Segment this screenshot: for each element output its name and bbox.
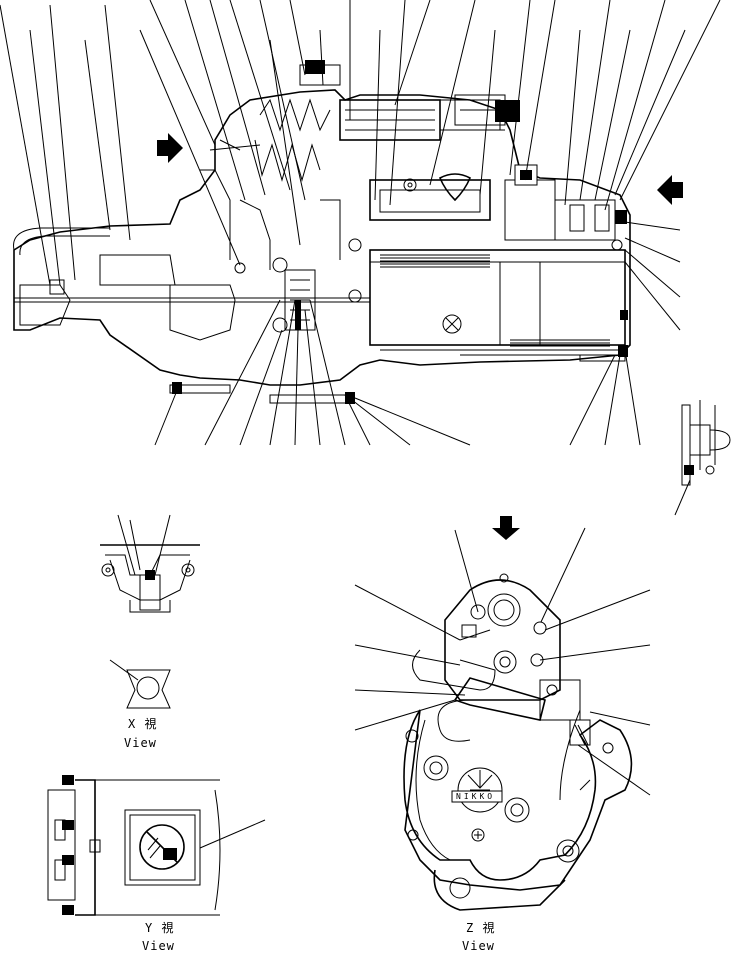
armature-windings <box>380 254 610 347</box>
arrow-left-icon <box>657 175 683 205</box>
arrow-down-icon <box>492 516 520 540</box>
bottom-leader-lines <box>154 299 691 516</box>
y-view-sublabel: View <box>142 939 175 953</box>
nameplate-text: NIKKO <box>456 792 496 801</box>
top-leader-lines <box>0 0 721 286</box>
small-section-detail <box>100 514 200 613</box>
terminal-side-detail <box>681 400 731 486</box>
arrow-right-icon <box>157 133 183 163</box>
x-view-detail <box>109 659 171 709</box>
y-view-label: Y 視 <box>145 921 175 935</box>
right-leader-lines <box>624 221 681 331</box>
main-cross-section <box>13 60 631 404</box>
x-view-sublabel: View <box>124 736 157 750</box>
x-view-label: X 視 <box>128 717 158 731</box>
z-view-sublabel: View <box>462 939 495 953</box>
z-view-detail <box>403 573 633 911</box>
no-water-spray-icon <box>139 824 185 870</box>
z-view-leader-lines <box>354 527 651 796</box>
y-view-detail <box>47 775 266 916</box>
z-view-label: Z 視 <box>466 921 496 935</box>
